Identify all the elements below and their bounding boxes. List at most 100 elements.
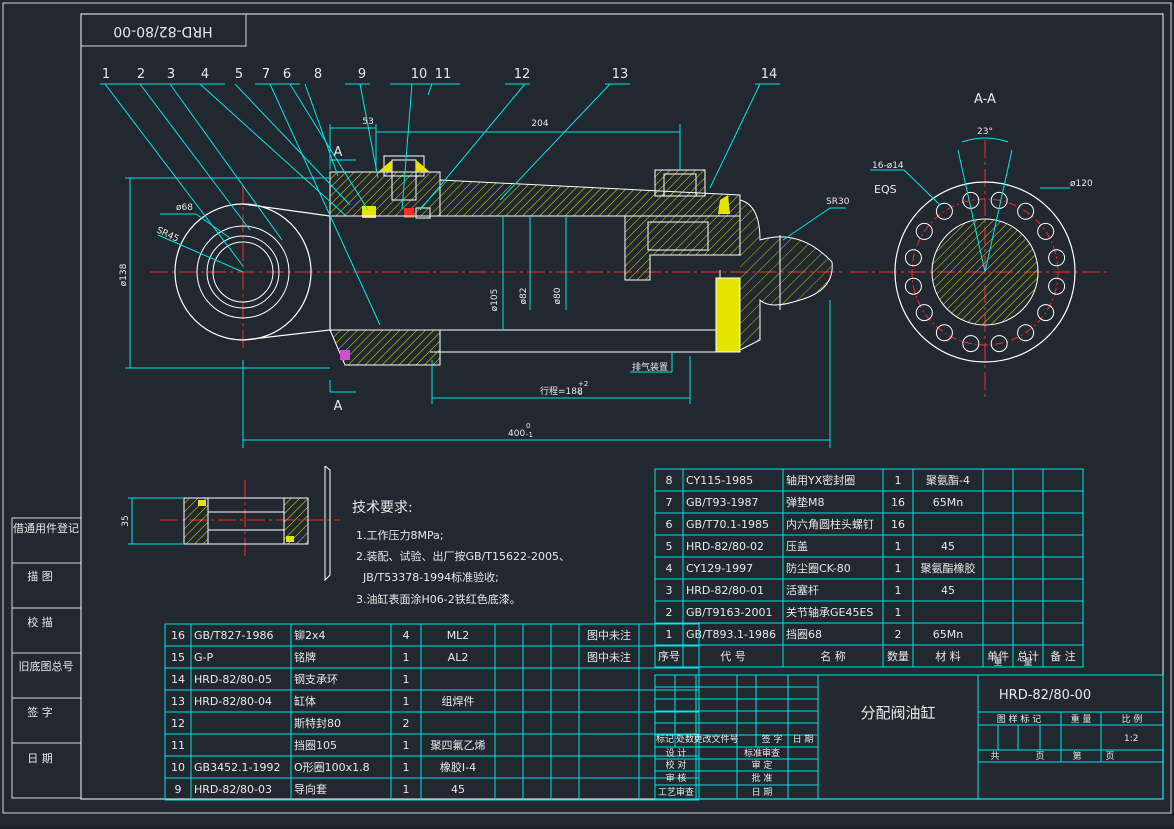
stage-header: 图 样 标 记: [997, 713, 1042, 725]
bom-cell: 45: [941, 584, 955, 597]
strip-label: 旧底图总号: [19, 659, 74, 673]
dim-text: 行程=188: [540, 385, 583, 397]
code-box-text: HRD-82/80-00: [113, 23, 212, 39]
bom-cell: 内六角圆柱头螺钉: [786, 517, 874, 531]
bolt-hole: [1048, 277, 1066, 295]
bom-cell: 65Mn: [933, 496, 963, 509]
dim-text: +2: [578, 380, 588, 388]
technical-requirements: 技术要求: 1.工作压力8MPa; 2.装配、试验、出厂按GB/T15622-2…: [352, 500, 570, 606]
strip-label: 描 图: [27, 569, 53, 583]
strip-label: 校 描: [27, 615, 53, 629]
bom-cell: GB/T827-1986: [194, 629, 273, 642]
bom-cell: 挡圈68: [786, 627, 822, 641]
role-label: 审 核: [666, 772, 687, 784]
bom-cell: GB/T9163-2001: [686, 606, 772, 619]
bom-cell: 11: [171, 739, 185, 752]
cylinder-head: [329, 171, 441, 217]
bom-cell: HRD-82/80-01: [686, 584, 764, 597]
bom-cell: 防尘圈CK-80: [786, 561, 851, 575]
bom-cell: AL2: [448, 651, 469, 664]
tech-title: 技术要求:: [352, 500, 413, 516]
balloon: 4: [201, 67, 209, 82]
rev-header: 签 字: [762, 733, 783, 745]
bom-cell: 图中未注: [587, 650, 631, 664]
rod-end-ball: [739, 199, 833, 351]
bolt-hole: [915, 304, 933, 322]
bolt-hole: [904, 249, 922, 267]
bom-header-sub: 重: [993, 656, 1002, 668]
bom-cell: 10: [171, 761, 185, 774]
bom-cell: 1: [666, 628, 673, 641]
role-label: 工艺审查: [658, 786, 694, 798]
inner-border: [80, 13, 1164, 800]
dim-text: 204: [531, 119, 548, 129]
bom-cell: 压盖: [786, 539, 808, 553]
bom-cell: 45: [451, 783, 465, 796]
bom-cell: GB/T93-1987: [686, 496, 758, 509]
support-ring: [715, 277, 741, 353]
dim-text: ø120: [1070, 179, 1093, 189]
rev-header: 日 期: [793, 734, 814, 745]
bom-cell: G-P: [194, 651, 213, 664]
role-label: 标准审查: [744, 747, 780, 759]
balloon: 5: [235, 67, 243, 82]
bom-cell: 弹垫M8: [786, 495, 825, 509]
bom-cell: CY115-1985: [686, 474, 753, 487]
bom-cell: 14: [171, 673, 185, 686]
bom-cell: HRD-82/80-03: [194, 783, 272, 796]
bolt-hole: [1037, 304, 1055, 322]
bom-cell: HRD-82/80-04: [194, 695, 272, 708]
role-label: 审 定: [752, 759, 773, 771]
bom-cell: 斯特封80: [294, 716, 341, 730]
bom-cell: 聚氨酯-4: [926, 474, 970, 487]
bom-cell: 1: [895, 562, 902, 575]
bom-cell: 1: [403, 651, 410, 664]
bom-cell: 聚氨酯橡胶: [921, 561, 976, 575]
section-mark: A: [334, 145, 343, 160]
dim-text: ø68: [176, 203, 193, 213]
sheet-label: 第: [1072, 750, 1081, 762]
bom-cell: 7: [666, 496, 673, 509]
strip-label: 签 字: [27, 705, 53, 719]
dim-text: 53: [362, 117, 373, 127]
bom-cell: 1: [895, 584, 902, 597]
bom-cell: 关节轴承GE45ES: [786, 605, 873, 619]
bom-cell: 8: [666, 474, 673, 487]
bom-cell: 15: [171, 651, 185, 664]
bom-header: 序号: [658, 649, 680, 663]
bom-cell: 导向套: [294, 782, 327, 796]
flange-outer: [894, 181, 1076, 363]
bom-header: 代 号: [720, 650, 746, 663]
balloon: 14: [761, 67, 778, 82]
bolt-hole: [1017, 324, 1035, 342]
bom-cell: 9: [175, 783, 182, 796]
bom-cell: 13: [171, 695, 185, 708]
bom-cell: O形圈100x1.8: [294, 761, 370, 774]
seal-detail-view: 35: [121, 465, 340, 582]
bom-cell: HRD-82/80-05: [194, 673, 272, 686]
balloon: 8: [314, 67, 322, 82]
balloon: 13: [612, 67, 629, 82]
bom-cell: 聚四氟乙烯: [431, 739, 486, 752]
bolt-hole: [1048, 249, 1066, 267]
sheet-label: 共: [990, 751, 999, 762]
tech-line: JB/T53378-1994标准验收;: [356, 570, 499, 584]
balloon: 9: [358, 67, 366, 82]
bom-cell: 组焊件: [442, 694, 475, 708]
bolt-hole: [990, 335, 1008, 353]
bom-cell: 5: [666, 540, 673, 553]
bolt-hole: [904, 277, 922, 295]
title-block: 标记 处数 更改文件号 签 字 日 期 设 计 校 对 审 核 工艺审查 标准审…: [654, 674, 1164, 800]
bom-cell: 铆2x4: [294, 628, 326, 642]
bom-header: 数量: [887, 650, 909, 663]
bom-cell: 16: [891, 496, 905, 509]
bolt-hole: [915, 222, 933, 240]
tech-line: 1.工作压力8MPa;: [356, 529, 444, 542]
bom-cell: 2: [403, 717, 410, 730]
balloon: 10: [411, 67, 428, 82]
bom-cell: 橡胶I-4: [440, 760, 476, 774]
bolt-hole: [1037, 222, 1055, 240]
bom-header: 名 称: [820, 649, 846, 663]
